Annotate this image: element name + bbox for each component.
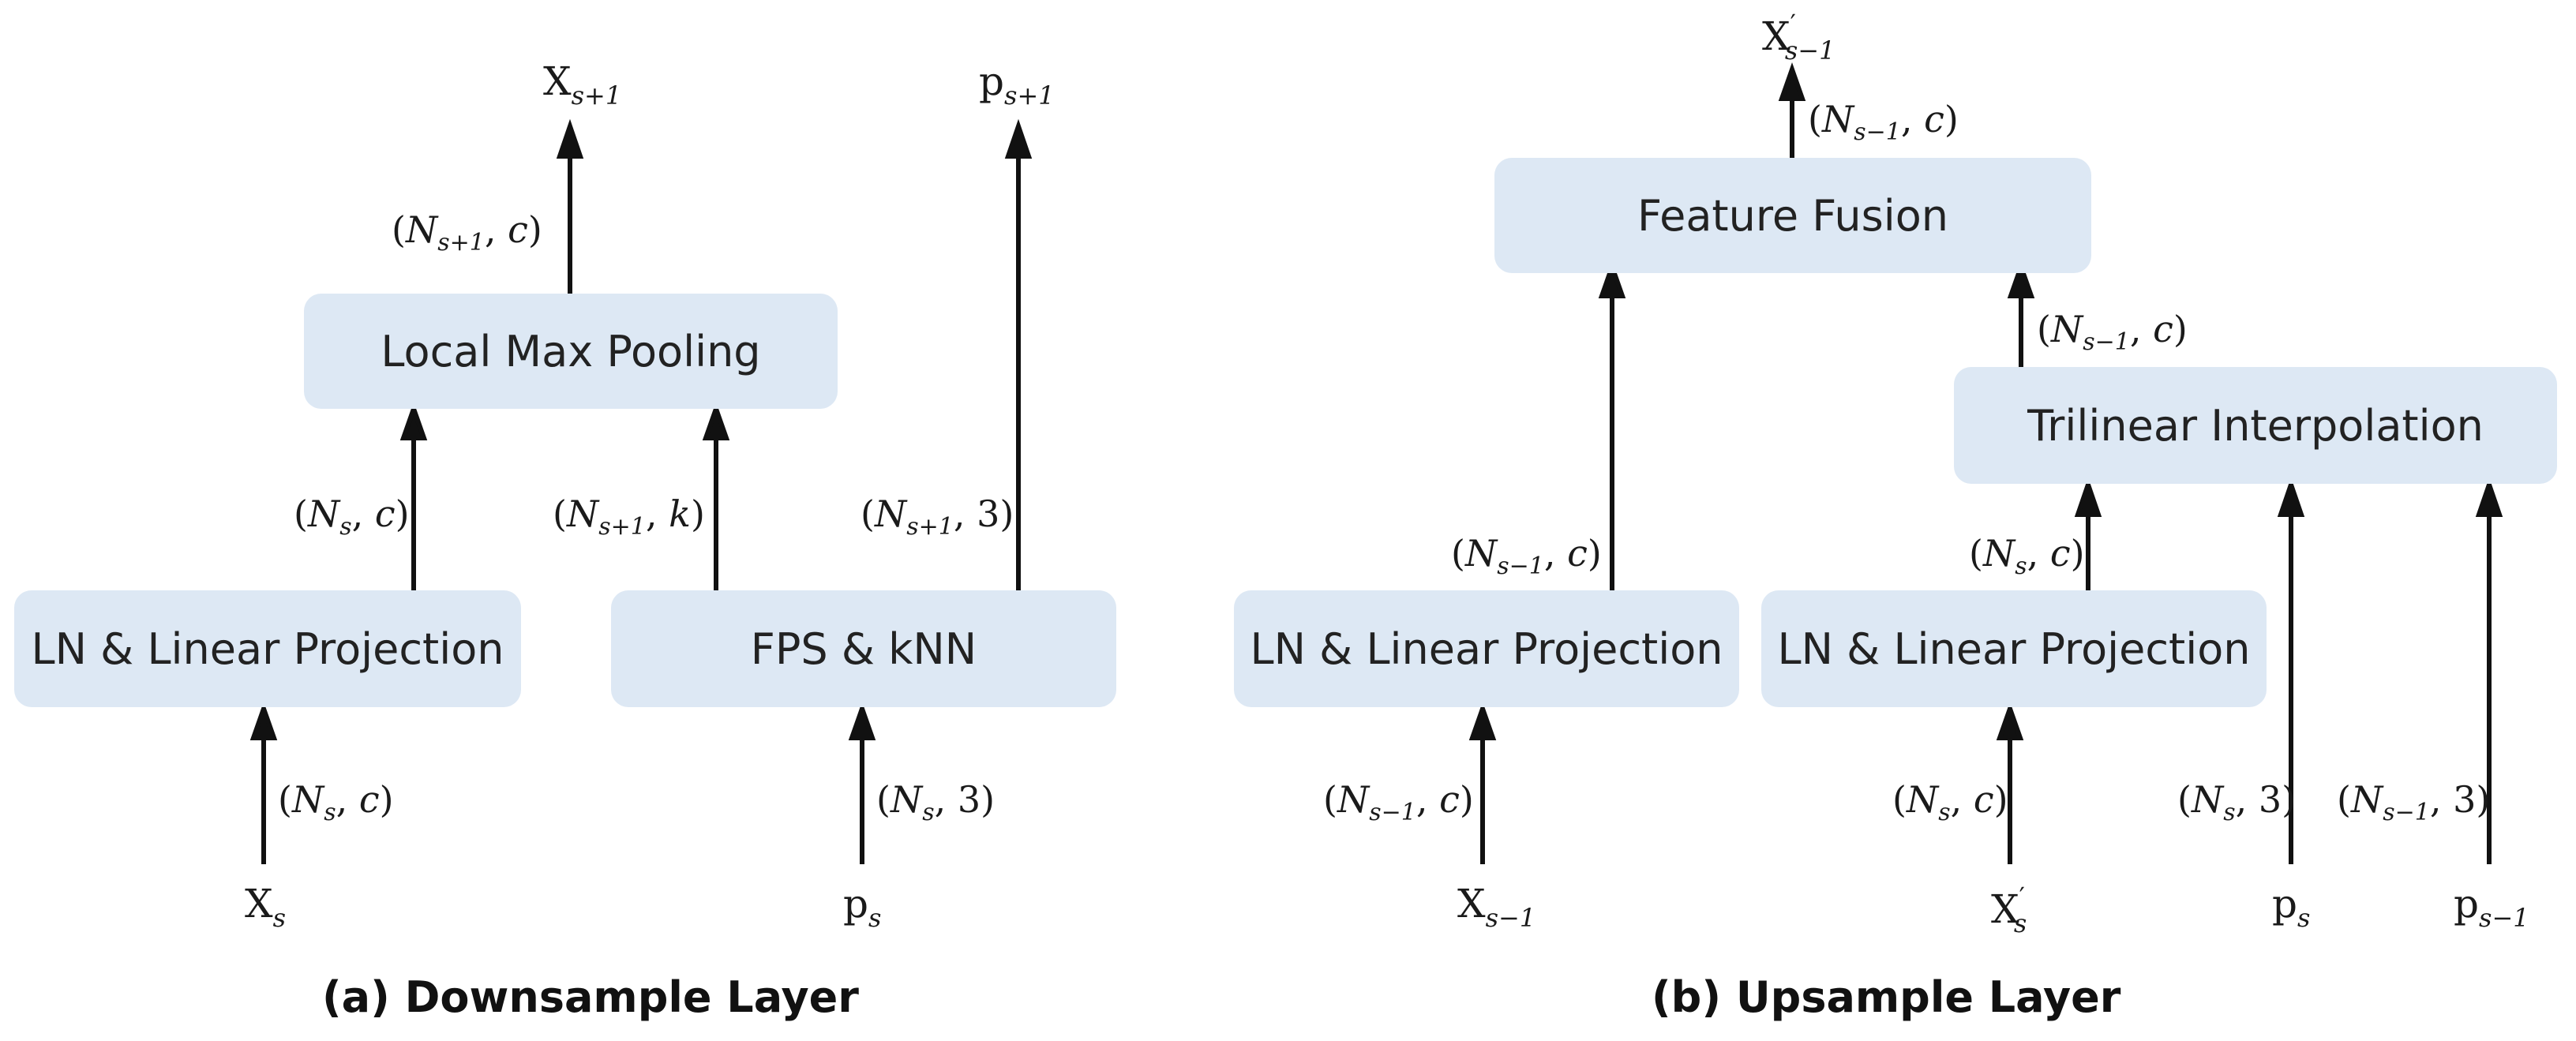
arrowhead	[2074, 477, 2102, 517]
box-label: Trilinear Interpolation	[2027, 400, 2484, 451]
arrowhead	[399, 401, 428, 440]
shape-label-ln-out: (Ns, c)	[294, 492, 410, 541]
shape-label-pool-out: (Ns+1, c)	[392, 208, 542, 257]
shape-label-pprev-in: (Ns−1, 3)	[2337, 778, 2491, 826]
arrowhead	[1468, 701, 1497, 740]
box-label: FPS & kNN	[750, 623, 977, 674]
input-xs: Xs	[245, 881, 287, 933]
shape-label-trilinear-out: (Ns−1, c)	[2037, 308, 2188, 356]
arrowhead	[2475, 477, 2503, 517]
shape-label-xprime-in: (Ns, c)	[1892, 778, 2008, 826]
ln-linear-projection-box-b1: LN & Linear Projection	[1234, 590, 1739, 707]
shape-label-ps-in-b: (Ns, 3)	[2177, 778, 2297, 826]
local-max-pooling-box: Local Max Pooling	[304, 294, 838, 409]
input-ps-b: ps	[2272, 881, 2311, 933]
input-pprev: ps−1	[2454, 881, 2529, 933]
arrowhead	[556, 118, 584, 159]
feature-fusion-box: Feature Fusion	[1494, 158, 2091, 273]
output-xs1: Xs+1	[543, 58, 622, 110]
box-label: Local Max Pooling	[381, 326, 761, 376]
arrowhead	[1598, 259, 1626, 298]
caption-upsample: (b) Upsample Layer	[1652, 972, 2121, 1022]
box-label: LN & Linear Projection	[31, 623, 504, 674]
arrowhead	[702, 401, 730, 440]
shape-label-ln2-out: (Ns, c)	[1969, 532, 2085, 580]
box-label: LN & Linear Projection	[1777, 623, 2251, 674]
arrowhead	[2277, 477, 2305, 517]
arrowhead	[848, 701, 876, 740]
shape-label-knn-out: (Ns+1, k)	[553, 492, 705, 541]
arrowhead	[1004, 118, 1033, 159]
arrowhead	[1996, 701, 2024, 740]
fps-knn-box: FPS & kNN	[611, 590, 1116, 707]
ln-linear-projection-box-a: LN & Linear Projection	[14, 590, 521, 707]
box-label: LN & Linear Projection	[1250, 623, 1723, 674]
arrowhead	[249, 701, 278, 740]
trilinear-interpolation-box: Trilinear Interpolation	[1954, 367, 2557, 484]
shape-label-fusion-out: (Ns−1, c)	[1808, 98, 1959, 146]
box-label: Feature Fusion	[1637, 190, 1948, 241]
shape-label-xprev-in: (Ns−1, c)	[1323, 778, 1474, 826]
input-ps: ps	[843, 881, 882, 933]
arrowhead	[1778, 62, 1806, 101]
shape-label-xs-in: (Ns, c)	[278, 778, 394, 826]
shape-label-ps-in: (Ns, 3)	[876, 778, 996, 826]
shape-label-p-out: (Ns+1, 3)	[861, 492, 1014, 541]
arrowhead	[2007, 259, 2035, 298]
ln-linear-projection-box-b2: LN & Linear Projection	[1761, 590, 2267, 707]
input-xprime: X′s	[1991, 882, 2027, 938]
input-xprev: Xs−1	[1457, 881, 1536, 933]
caption-downsample: (a) Downsample Layer	[322, 972, 859, 1022]
output-ps1: ps+1	[979, 58, 1055, 110]
output-xprime-prev: X′s−1	[1762, 9, 1835, 66]
shape-label-ln1-out: (Ns−1, c)	[1451, 532, 1602, 580]
